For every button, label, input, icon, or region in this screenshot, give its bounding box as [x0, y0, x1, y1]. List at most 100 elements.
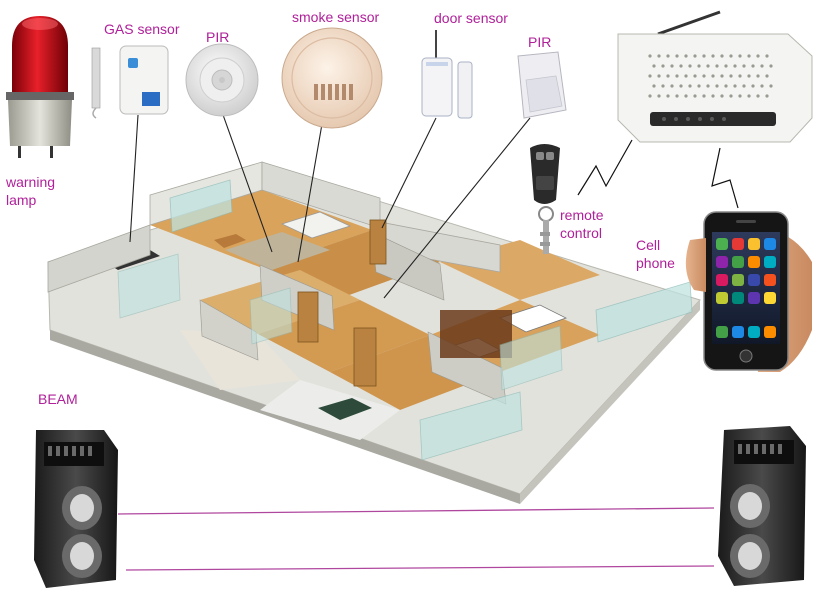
app-icon [764, 292, 776, 304]
vent-hole [652, 84, 656, 88]
vent-hole [742, 64, 746, 68]
label-gas-sensor: GAS sensor [104, 21, 180, 37]
door-sensor-icon [421, 30, 473, 119]
vent-hole [751, 64, 755, 68]
beam-detector-left [34, 430, 118, 588]
vent-hole [670, 64, 674, 68]
vent-hole [720, 94, 724, 98]
vent-hole [765, 94, 769, 98]
smoke-detector-icon [281, 27, 383, 129]
vent-hole [688, 64, 692, 68]
vent-hole [729, 74, 733, 78]
vent-hole [729, 94, 733, 98]
vent-hole [747, 54, 751, 58]
app-icon [716, 292, 728, 304]
connector-pir-ceiling [221, 111, 273, 253]
vent-hole [706, 84, 710, 88]
dock-app-icon [764, 326, 776, 338]
app-icon [732, 256, 744, 268]
vent-hole [720, 54, 724, 58]
vent-hole [693, 54, 697, 58]
app-icon [748, 238, 760, 250]
vent-hole [657, 54, 661, 58]
vent-hole [648, 54, 652, 58]
warning-lamp-icon [6, 16, 74, 158]
connector-pir-wall [383, 117, 531, 299]
vent-hole [724, 84, 728, 88]
vent-hole [657, 94, 661, 98]
beam-line-upper [117, 507, 715, 515]
app-icon [764, 274, 776, 286]
vent-hole [747, 74, 751, 78]
vent-hole [675, 94, 679, 98]
app-icon [764, 256, 776, 268]
beam-line-lower [125, 565, 715, 571]
vent-hole [670, 84, 674, 88]
vent-hole [724, 64, 728, 68]
app-icon [716, 274, 728, 286]
vent-hole [711, 74, 715, 78]
vent-hole [666, 74, 670, 78]
vent-hole [688, 84, 692, 88]
vent-hole [652, 64, 656, 68]
smartphone-icon [685, 211, 812, 372]
vent-hole [706, 64, 710, 68]
dock-app-icon [748, 326, 760, 338]
beam-detector-right [718, 426, 806, 586]
app-icon [732, 274, 744, 286]
vent-hole [675, 54, 679, 58]
label-door-sensor: door sensor [434, 10, 508, 26]
vent-hole [697, 64, 701, 68]
vent-hole [733, 64, 737, 68]
wireless-link-phone [711, 147, 739, 209]
vent-hole [756, 54, 760, 58]
wall-pir-icon [517, 51, 567, 119]
vent-hole [684, 54, 688, 58]
connector-smoke [297, 123, 323, 263]
vent-hole [661, 84, 665, 88]
vent-hole [742, 84, 746, 88]
vent-hole [648, 74, 652, 78]
vent-hole [679, 64, 683, 68]
vent-hole [765, 74, 769, 78]
app-icon [764, 238, 776, 250]
vent-hole [666, 94, 670, 98]
vent-hole [720, 74, 724, 78]
sensor-connector-lines [129, 111, 739, 299]
vent-hole [684, 74, 688, 78]
vent-hole [765, 54, 769, 58]
labels: warning lamp GAS sensor PIR smoke sensor… [5, 9, 675, 407]
vent-hole [697, 84, 701, 88]
vent-hole [648, 94, 652, 98]
vent-hole [711, 54, 715, 58]
vent-hole [702, 74, 706, 78]
label-remote-control-line2: control [560, 225, 602, 241]
wireless-link-remote [577, 139, 633, 196]
app-icon [732, 292, 744, 304]
app-icon [716, 256, 728, 268]
vent-hole [666, 54, 670, 58]
label-smoke-sensor: smoke sensor [292, 9, 379, 25]
vent-hole [760, 64, 764, 68]
vent-hole [715, 84, 719, 88]
ceiling-pir-icon [185, 43, 259, 117]
label-beam: BEAM [38, 391, 78, 407]
label-remote-control-line1: remote [560, 207, 604, 223]
vent-hole [729, 54, 733, 58]
vent-hole [657, 74, 661, 78]
vent-hole [715, 64, 719, 68]
gsm-alarm-panel-icon [617, 10, 813, 143]
vent-hole [702, 94, 706, 98]
vent-hole [675, 74, 679, 78]
vent-hole [684, 94, 688, 98]
vent-hole [661, 64, 665, 68]
vent-hole [738, 94, 742, 98]
vent-hole [747, 94, 751, 98]
vent-hole [733, 84, 737, 88]
vent-hole [711, 94, 715, 98]
vent-hole [751, 84, 755, 88]
dock-app-icon [716, 326, 728, 338]
label-pir-wall: PIR [528, 34, 551, 50]
vent-hole [756, 74, 760, 78]
